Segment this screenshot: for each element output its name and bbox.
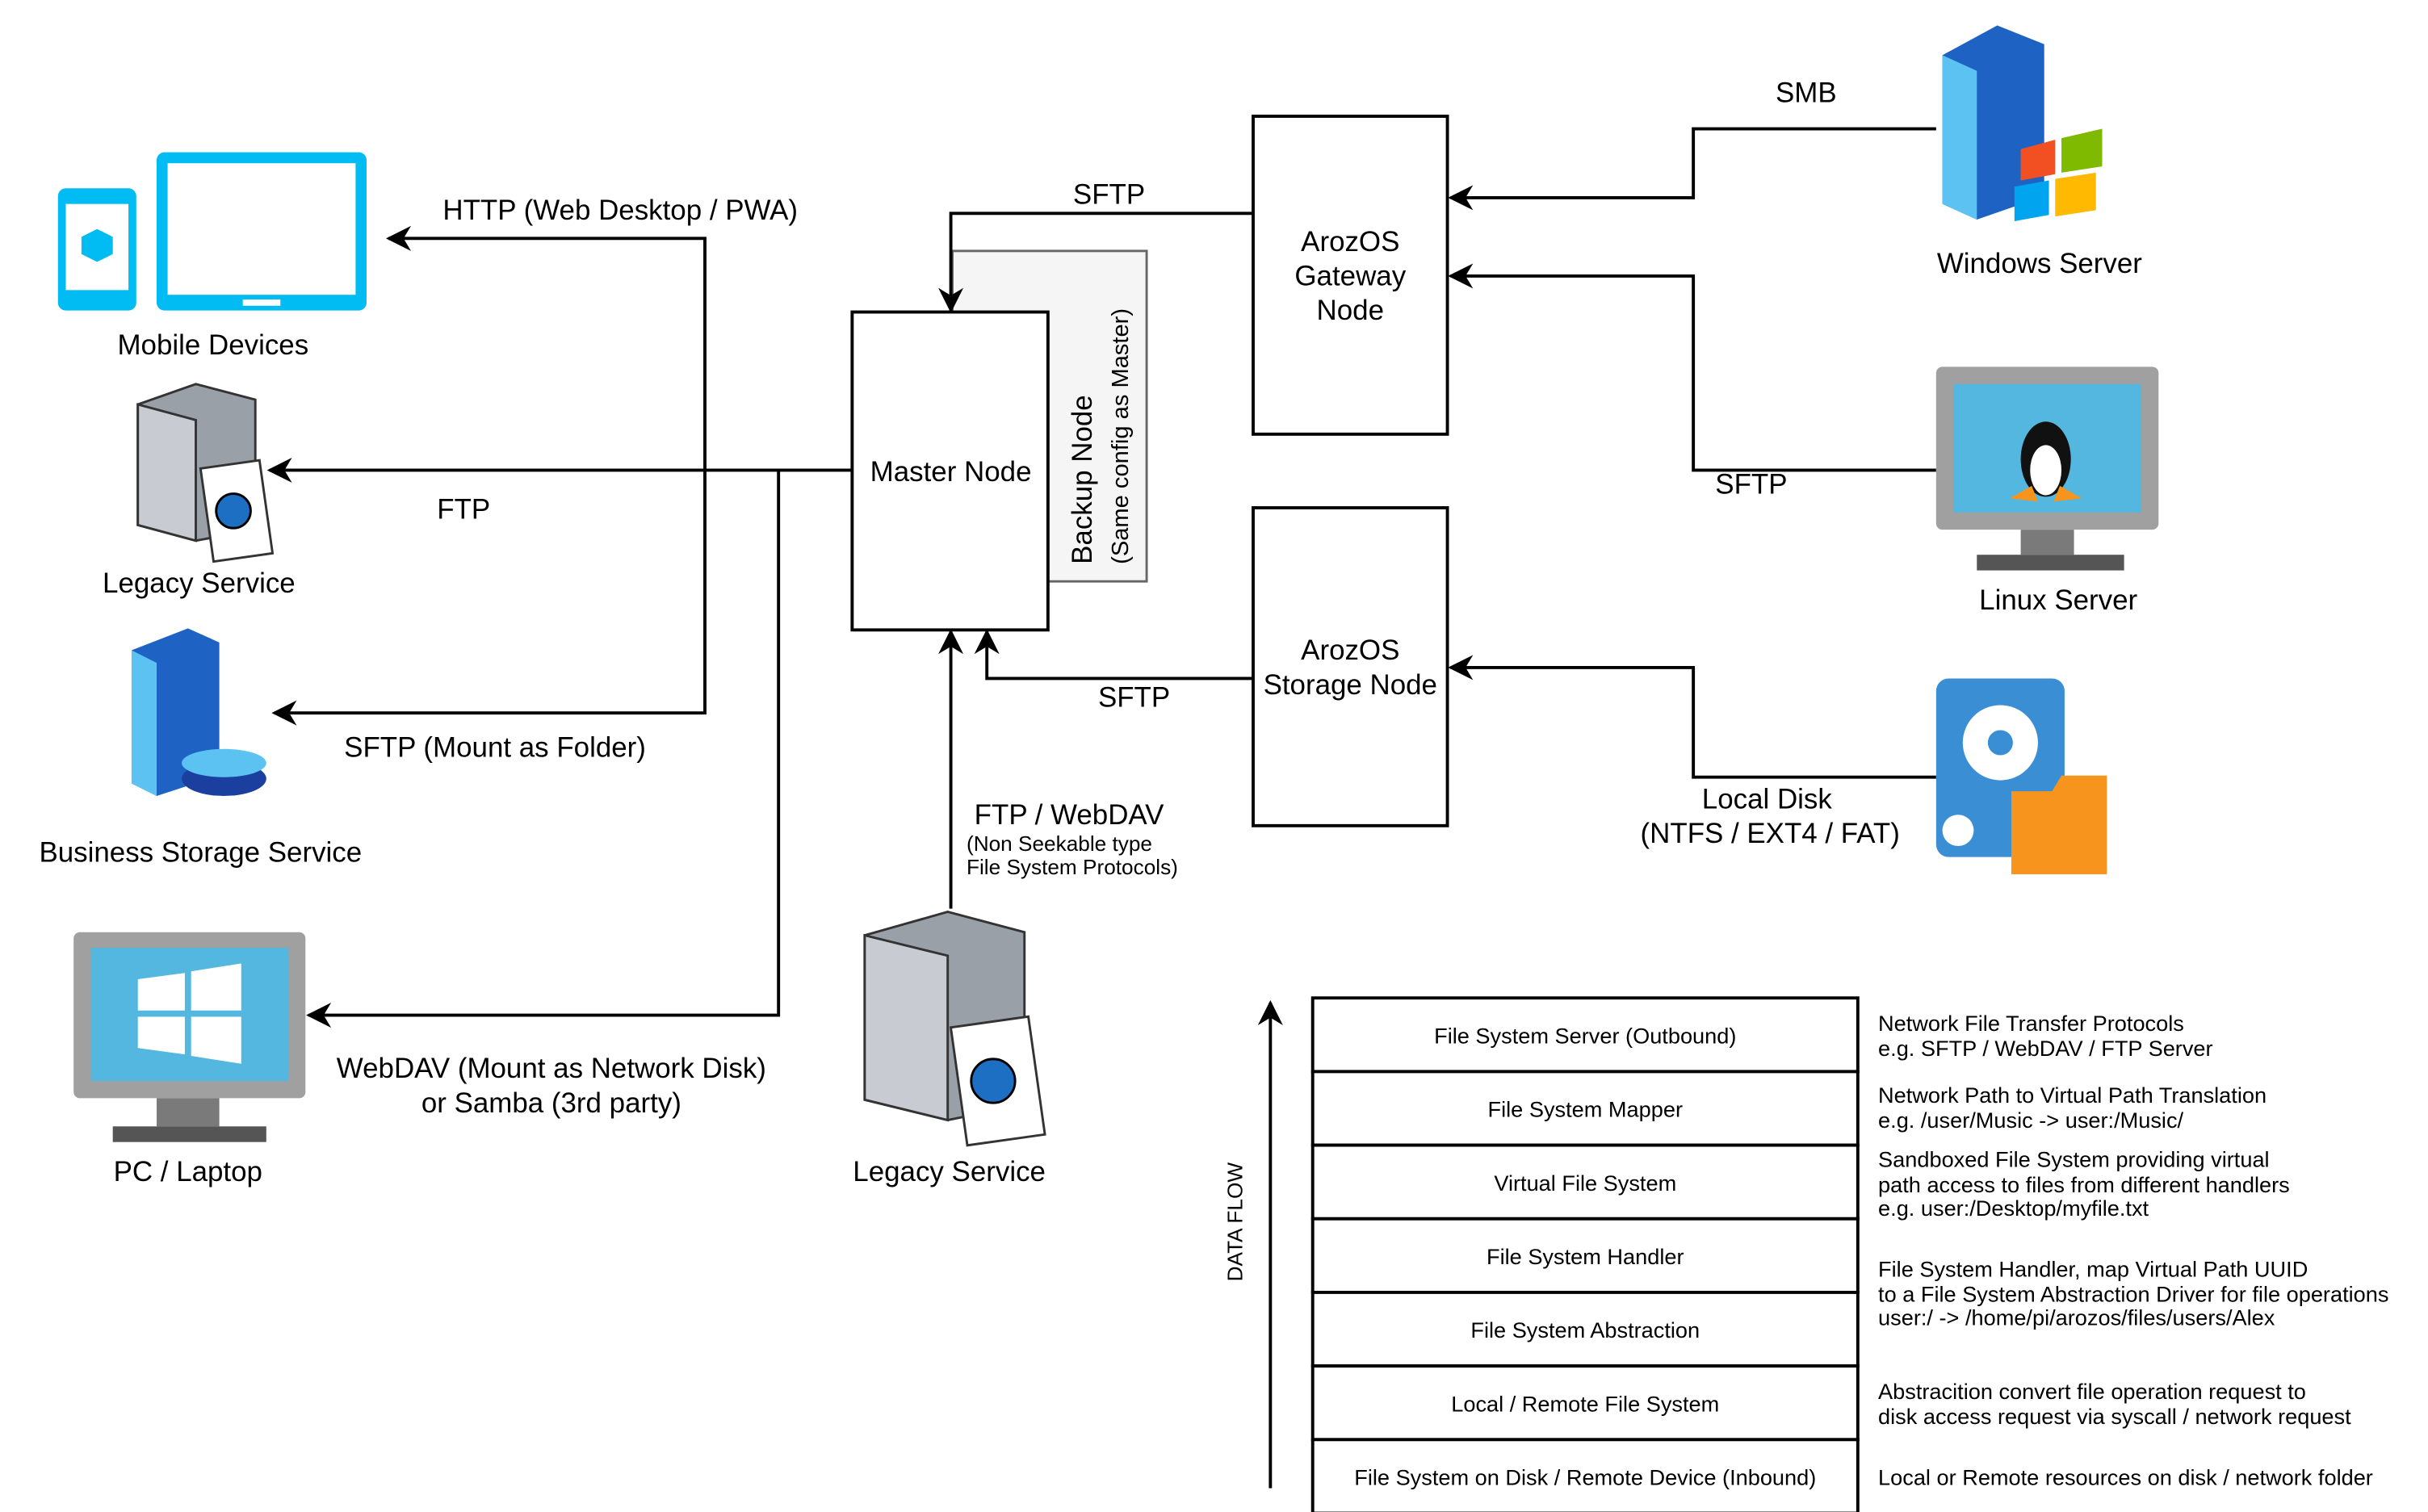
description-line: Sandboxed File System providing virtual: [1878, 1147, 2270, 1172]
layer-label: File System on Disk / Remote Device (Inb…: [1354, 1465, 1816, 1490]
ftp-webdav-label: FTP / WebDAV: [975, 799, 1164, 831]
ftp-label: FTP: [437, 494, 490, 526]
description-line: e.g. user:/Desktop/myfile.txt: [1878, 1196, 2149, 1221]
linux-monitor-icon: [1935, 366, 2159, 571]
master-node-box[interactable]: [850, 310, 1050, 632]
center-connectors: [938, 127, 1936, 909]
layer-row: [1310, 1438, 1860, 1512]
windows-server-label: Windows Server: [1937, 248, 2142, 279]
description-line: path access to files from different hand…: [1878, 1172, 2290, 1197]
server-icon: [863, 911, 1046, 1147]
storage-label-1: ArozOS: [1301, 635, 1399, 666]
server-icon: [136, 383, 275, 563]
layer-descriptions: Network File Transfer Protocols e.g. SFT…: [1878, 1011, 2388, 1490]
description-line: user:/ -> /home/pi/arozos/files/users/Al…: [1878, 1305, 2275, 1330]
mobile-devices-icon: [57, 152, 367, 311]
description-line: File System Handler, map Virtual Path UU…: [1878, 1257, 2308, 1282]
description-line: e.g. /user/Music -> user:/Music/: [1878, 1108, 2183, 1133]
webdav-label: WebDAV (Mount as Network Disk): [337, 1053, 766, 1084]
storage-node-box[interactable]: [1252, 506, 1449, 827]
ftp-webdav-note-2: File System Protocols): [967, 855, 1178, 879]
mobile-devices-label: Mobile Devices: [117, 329, 308, 361]
ftp-webdav-note-1: (Non Seekable type: [967, 831, 1152, 856]
master-node-label: Master Node: [870, 456, 1032, 488]
description-line: Network File Transfer Protocols: [1878, 1011, 2184, 1036]
layer-label: Local / Remote File System: [1451, 1391, 1719, 1416]
data-flow-label: DATA FLOW: [1222, 1162, 1247, 1282]
disk-folder-icon: [1935, 678, 2107, 874]
storage-label-2: Storage Node: [1264, 669, 1437, 701]
description-line: to a File System Abstraction Driver for …: [1878, 1282, 2388, 1307]
local-disk-types-label: (NTFS / EXT4 / FAT): [1641, 818, 1900, 849]
left-connectors: [266, 225, 853, 1028]
sftp-mount-label: SFTP (Mount as Folder): [344, 731, 646, 763]
layer-label: File System Mapper: [1488, 1097, 1683, 1122]
gateway-label-2: Gateway: [1294, 261, 1406, 292]
description-line: Abstracition convert file operation requ…: [1878, 1379, 2306, 1404]
description-line: disk access request via syscall / networ…: [1878, 1404, 2351, 1429]
local-disk-label: Local Disk: [1702, 783, 1833, 815]
windows-server-icon: [1942, 25, 2103, 221]
layer-row: [1310, 1143, 1860, 1221]
layer-row: [1310, 1364, 1860, 1442]
legacy-service-bottom-label: Legacy Service: [853, 1156, 1046, 1187]
http-label: HTTP (Web Desktop / PWA): [442, 195, 798, 226]
description-line: Network Path to Virtual Path Translation: [1878, 1083, 2267, 1108]
smb-label: SMB: [1776, 77, 1837, 109]
layer-stack: File System Server (Outbound) File Syste…: [1310, 996, 1860, 1512]
layer-row: [1310, 1070, 1860, 1147]
backup-node-label: Backup Node: [1067, 395, 1098, 564]
storage-server-icon: [131, 628, 266, 796]
layer-row: [1310, 1291, 1860, 1368]
sftp-linux-label: SFTP: [1715, 469, 1787, 501]
layer-label: File System Abstraction: [1470, 1317, 1700, 1342]
backup-node-sublabel: (Same config as Master): [1108, 308, 1134, 564]
pc-laptop-label: PC / Laptop: [114, 1156, 262, 1187]
layer-label: Virtual File System: [1494, 1171, 1676, 1196]
gateway-label-3: Node: [1317, 295, 1384, 326]
linux-server-label: Linux Server: [1979, 584, 2137, 616]
layer-row: [1310, 996, 1860, 1074]
layer-label: File System Server (Outbound): [1434, 1023, 1736, 1048]
gateway-node-box[interactable]: [1252, 115, 1449, 436]
business-storage-label: Business Storage Service: [39, 836, 362, 868]
layer-label: File System Handler: [1487, 1244, 1684, 1269]
pc-monitor-windows-icon: [73, 932, 306, 1142]
description-line: Local or Remote resources on disk / netw…: [1878, 1465, 2373, 1490]
layer-row: [1310, 1217, 1860, 1294]
sftp-storage-label: SFTP: [1098, 681, 1170, 713]
gateway-label-1: ArozOS: [1301, 226, 1399, 258]
legacy-service-left-label: Legacy Service: [103, 568, 296, 599]
samba-label: or Samba (3rd party): [421, 1087, 681, 1119]
sftp-gateway-label: SFTP: [1073, 179, 1145, 211]
description-line: e.g. SFTP / WebDAV / FTP Server: [1878, 1036, 2213, 1061]
